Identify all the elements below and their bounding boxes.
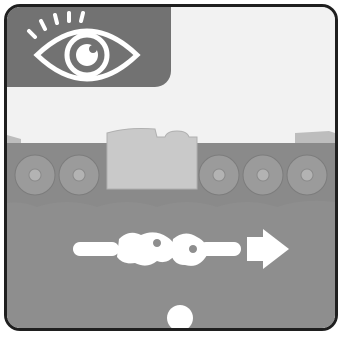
bar-hole <box>167 305 193 328</box>
inspection-badge <box>7 7 171 87</box>
cutter-tooth <box>106 128 198 190</box>
chain-illustration-panel <box>4 4 338 331</box>
left-rod <box>73 242 119 256</box>
eye-icon <box>27 11 141 82</box>
saw-chain-scene <box>7 7 335 328</box>
right-rod <box>199 242 241 256</box>
arrow-right-icon <box>247 229 289 269</box>
chain-direction-diagram <box>73 229 289 269</box>
chain-link-left <box>117 232 176 266</box>
saw-chain <box>7 128 335 207</box>
